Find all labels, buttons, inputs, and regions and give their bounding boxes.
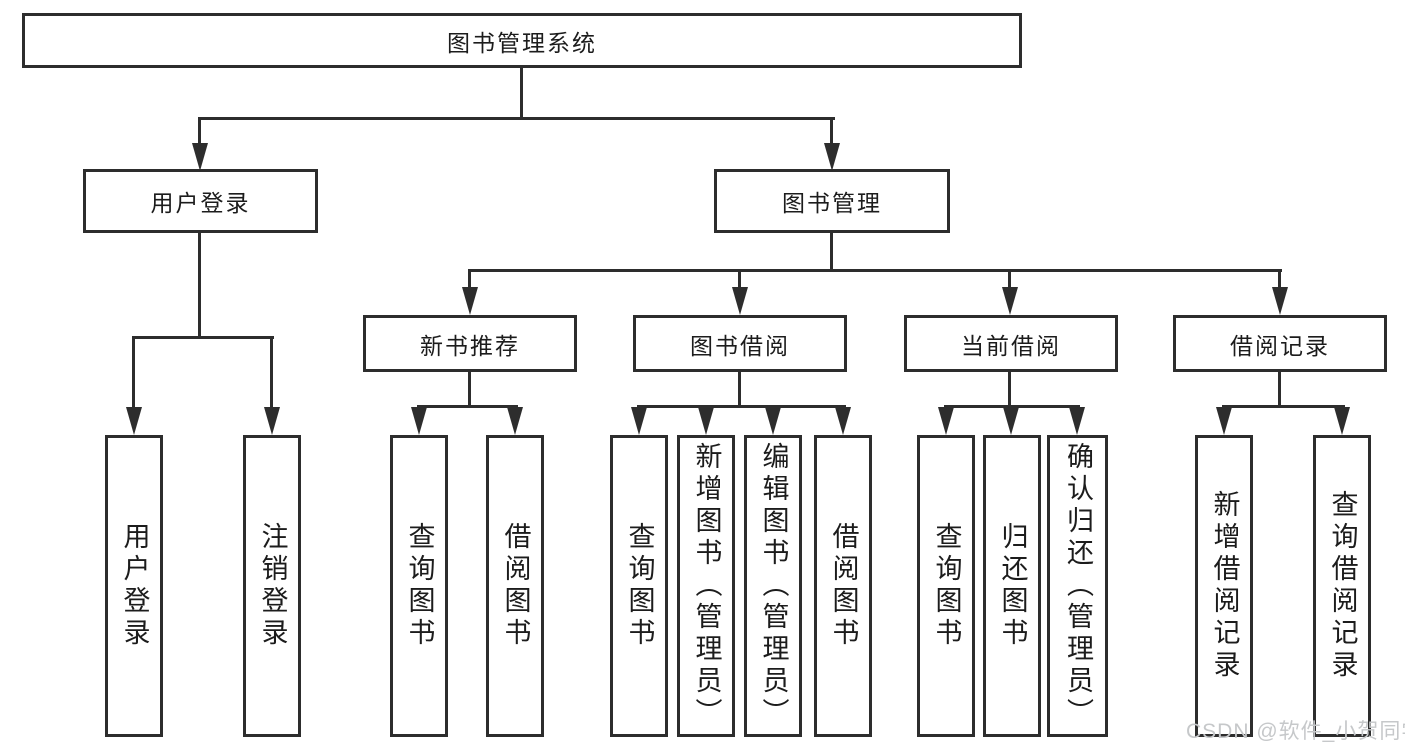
arrow-down-icon bbox=[1069, 407, 1085, 435]
arrow-down-icon bbox=[1003, 407, 1019, 435]
connector-line bbox=[830, 117, 833, 146]
node-current-borrow-label: 当前借阅 bbox=[961, 332, 1061, 359]
node-new-book-recommend-label: 新书推荐 bbox=[420, 332, 520, 359]
arrow-down-icon bbox=[126, 407, 142, 435]
node-borrow-records: 借阅记录 bbox=[1173, 315, 1387, 372]
leaf-user-login: 用户登录 bbox=[105, 435, 163, 737]
connector-line bbox=[417, 405, 518, 408]
node-book-borrow-label: 图书借阅 bbox=[690, 332, 790, 359]
leaf-br-add-record-label: 新增借阅记录 bbox=[1209, 490, 1240, 682]
connector-line bbox=[468, 269, 1282, 272]
connector-line bbox=[1008, 269, 1011, 289]
watermark: CSDN @软件_小贺同学 bbox=[1186, 720, 1405, 743]
connector-line bbox=[198, 117, 201, 146]
node-user-login: 用户登录 bbox=[83, 169, 318, 233]
connector-line bbox=[738, 372, 741, 408]
arrow-down-icon bbox=[411, 407, 427, 435]
leaf-bb-edit-books-admin-label: 编辑图书（管理员） bbox=[758, 442, 789, 730]
leaf-nb-borrow-books-label: 借阅图书 bbox=[500, 522, 531, 650]
connector-line bbox=[1278, 269, 1281, 289]
arrow-down-icon bbox=[824, 143, 840, 171]
leaf-bb-borrow-books-label: 借阅图书 bbox=[828, 522, 859, 650]
arrow-down-icon bbox=[462, 287, 478, 315]
connector-line bbox=[270, 336, 273, 409]
connector-line bbox=[520, 66, 523, 119]
connector-line bbox=[738, 269, 741, 289]
node-current-borrow: 当前借阅 bbox=[904, 315, 1118, 372]
leaf-cb-return-books-label: 归还图书 bbox=[997, 522, 1028, 650]
node-user-login-label: 用户登录 bbox=[150, 190, 251, 216]
connector-line bbox=[1278, 372, 1281, 408]
arrow-down-icon bbox=[698, 407, 714, 435]
node-book-management: 图书管理 bbox=[714, 169, 950, 233]
arrow-down-icon bbox=[264, 407, 280, 435]
leaf-logout: 注销登录 bbox=[243, 435, 301, 737]
arrow-down-icon bbox=[765, 407, 781, 435]
node-book-management-label: 图书管理 bbox=[782, 190, 882, 216]
connector-line bbox=[198, 117, 835, 120]
arrow-down-icon bbox=[507, 407, 523, 435]
connector-line bbox=[1008, 372, 1011, 408]
leaf-cb-return-books: 归还图书 bbox=[983, 435, 1041, 737]
connector-line bbox=[1222, 405, 1345, 408]
arrow-down-icon bbox=[192, 143, 208, 171]
connector-line bbox=[198, 233, 201, 339]
arrow-down-icon bbox=[938, 407, 954, 435]
leaf-cb-confirm-return-admin-label: 确认归还（管理员） bbox=[1063, 442, 1093, 730]
connector-line bbox=[944, 405, 1080, 408]
arrow-down-icon bbox=[1334, 407, 1350, 435]
leaf-cb-confirm-return-admin: 确认归还（管理员） bbox=[1047, 435, 1108, 737]
leaf-bb-borrow-books: 借阅图书 bbox=[814, 435, 872, 737]
leaf-nb-query-books: 查询图书 bbox=[390, 435, 448, 737]
node-new-book-recommend: 新书推荐 bbox=[363, 315, 577, 372]
leaf-logout-label: 注销登录 bbox=[257, 522, 288, 650]
arrow-down-icon bbox=[732, 287, 748, 315]
leaf-user-login-label: 用户登录 bbox=[119, 522, 150, 650]
leaf-bb-query-books-label: 查询图书 bbox=[624, 522, 655, 650]
node-root-label: 图书管理系统 bbox=[447, 29, 597, 56]
leaf-cb-query-books-label: 查询图书 bbox=[931, 522, 962, 650]
leaf-br-query-record-label: 查询借阅记录 bbox=[1327, 490, 1358, 682]
node-root: 图书管理系统 bbox=[22, 13, 1022, 68]
leaf-bb-query-books: 查询图书 bbox=[610, 435, 668, 737]
connector-line bbox=[468, 269, 471, 289]
connector-line bbox=[830, 233, 833, 272]
leaf-br-add-record: 新增借阅记录 bbox=[1195, 435, 1253, 737]
connector-line bbox=[132, 336, 135, 409]
connector-line bbox=[468, 372, 471, 408]
connector-line bbox=[637, 405, 846, 408]
connector-line bbox=[132, 336, 274, 339]
arrow-down-icon bbox=[1272, 287, 1288, 315]
arrow-down-icon bbox=[1002, 287, 1018, 315]
node-book-borrow: 图书借阅 bbox=[633, 315, 847, 372]
leaf-cb-query-books: 查询图书 bbox=[917, 435, 975, 737]
node-borrow-records-label: 借阅记录 bbox=[1230, 332, 1330, 359]
leaf-bb-add-books-admin: 新增图书（管理员） bbox=[677, 435, 735, 737]
leaf-bb-add-books-admin-label: 新增图书（管理员） bbox=[691, 442, 722, 730]
leaf-nb-query-books-label: 查询图书 bbox=[404, 522, 435, 650]
arrow-down-icon bbox=[1216, 407, 1232, 435]
leaf-br-query-record: 查询借阅记录 bbox=[1313, 435, 1371, 737]
leaf-bb-edit-books-admin: 编辑图书（管理员） bbox=[744, 435, 802, 737]
arrow-down-icon bbox=[631, 407, 647, 435]
arrow-down-icon bbox=[835, 407, 851, 435]
leaf-nb-borrow-books: 借阅图书 bbox=[486, 435, 544, 737]
